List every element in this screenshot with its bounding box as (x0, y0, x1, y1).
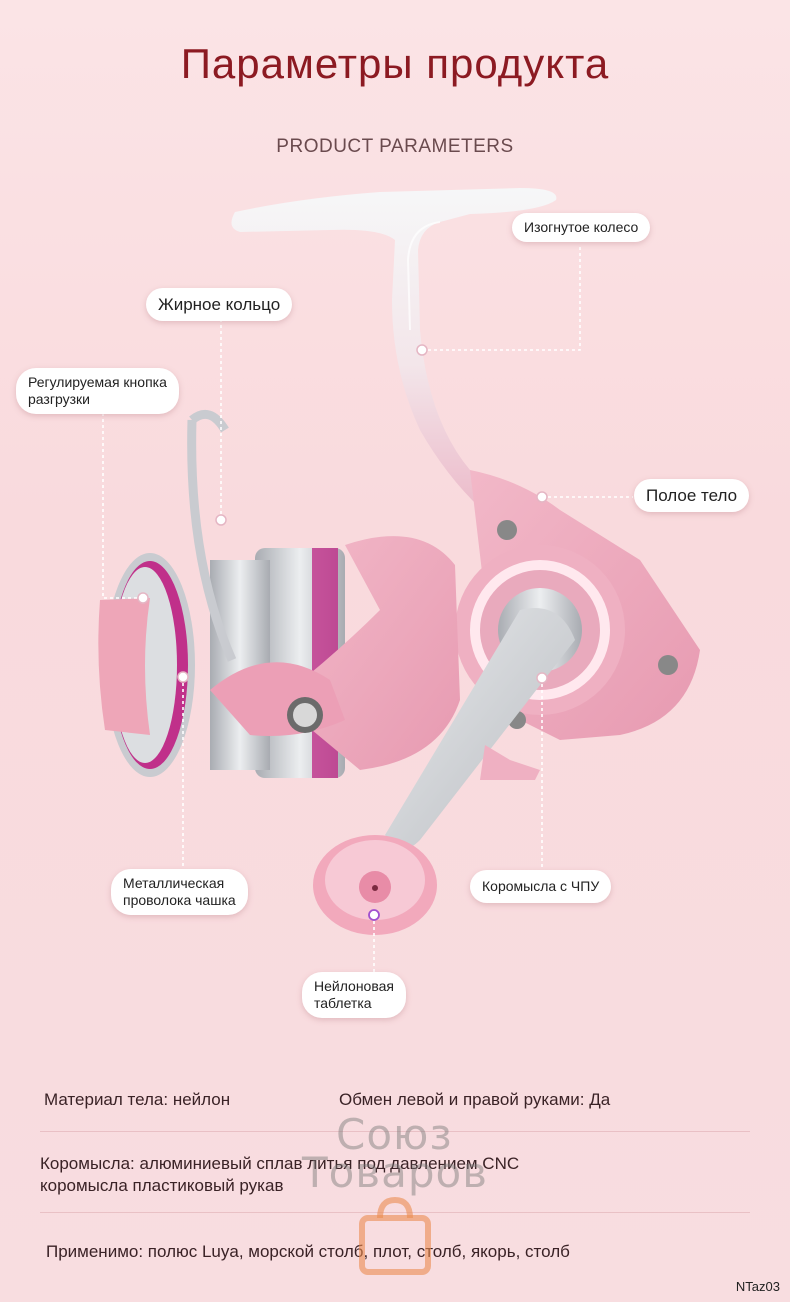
bent-handle-shape (231, 188, 557, 540)
callout-bent-handle: Изогнутое колесо (512, 213, 651, 242)
spec-body-material: Материал тела: нейлон (44, 1090, 231, 1109)
spec-arm: Коромысла: алюминиевый сплав литья под д… (40, 1154, 520, 1195)
spec-hand-swap: Обмен левой и правой руками: Да (339, 1090, 611, 1109)
callout-hollow-body: Полое тело (634, 479, 750, 512)
divider (40, 1131, 750, 1132)
watermark-line1: Союз (336, 1110, 453, 1159)
page-title: Параметры продукта (180, 40, 610, 87)
callout-metal-bail: Металлическая проволока чашка (111, 869, 248, 915)
callout-cnc-arm: Коромысла с ЧПУ (470, 870, 612, 903)
divider (40, 1212, 750, 1213)
spec-applicable: Применимо: полюс Luya, морской столб, пл… (46, 1242, 570, 1261)
callout-drag-knob: Регулируемая кнопка разгрузки (16, 368, 179, 414)
product-code: NTaz03 (735, 1279, 780, 1294)
shopping-bag-icon (359, 1196, 431, 1275)
page-subtitle: PRODUCT PARAMETERS (276, 136, 514, 157)
watermark-line2: Товаров (302, 1148, 488, 1197)
callout-nylon-knob: Нейлоновая таблетка (302, 972, 406, 1018)
callout-grease-ring: Жирное кольцо (146, 288, 293, 321)
